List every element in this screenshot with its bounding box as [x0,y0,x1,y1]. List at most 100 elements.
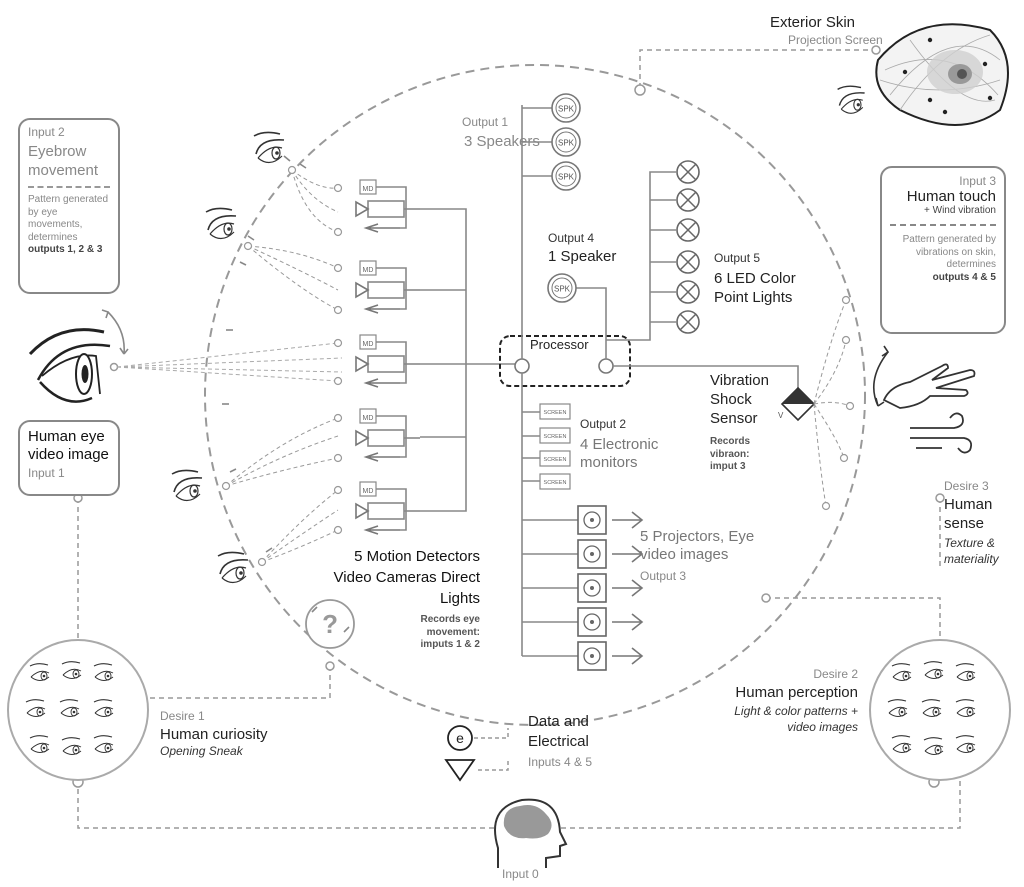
svg-text:MD: MD [363,415,374,422]
desire2-label: Desire 2 [813,667,858,681]
output3-title: 5 Projectors, Eye video images [640,528,755,563]
output2-title: 4 Electronic monitors [580,436,659,471]
svg-text:SPK: SPK [554,285,571,294]
eye-icon [171,469,203,502]
input2-desc: Pattern generated by eye movements, dete… [28,194,109,243]
brain-head-icon [494,798,568,868]
input0-label: Input 0 [502,867,539,881]
vibration-sensor-icon: V [778,386,816,422]
output5-label: Output 5 [714,251,761,265]
screen-icon: SCREEN [539,473,571,490]
data-electrical-label: Inputs 4 & 5 [528,755,593,769]
output5-title: 6 LED Color Point Lights [714,270,796,306]
led-light-icon [676,188,700,212]
installation-boundary [204,64,866,726]
svg-text:SCREEN: SCREEN [544,434,567,440]
svg-text:SCREEN: SCREEN [544,457,567,463]
svg-text:MD: MD [363,186,374,193]
output1-label: Output 1 [462,115,509,129]
svg-text:SPK: SPK [558,173,575,182]
divider [28,186,110,189]
projector-icon [577,539,643,569]
input3-strong: outputs 4 & 5 [932,271,996,283]
svg-text:SCREEN: SCREEN [544,410,567,416]
eye-icon [836,85,866,115]
projector-icon [577,573,643,603]
data-electrical-title: Data and Electrical [528,713,589,750]
svg-text:MD: MD [363,341,374,348]
svg-text:SPK: SPK [558,139,575,148]
eye-icon [253,131,285,164]
exterior-skin-image [875,23,1009,126]
led-light-icon [676,250,700,274]
divider [890,224,996,226]
led-light-icon [676,310,700,334]
svg-text:?: ? [322,609,338,639]
input2-title: Eyebrow movement [28,142,99,179]
input1-box: Human eye video image Input 1 [18,420,120,496]
svg-text:e: e [456,730,464,746]
eye-rays [116,342,343,382]
desire1-label: Desire 1 [160,709,205,723]
projector-icon [577,505,643,535]
svg-text:MD: MD [363,488,374,495]
exterior-title: Exterior Skin [770,14,856,31]
motion-detector-icon: MD [355,481,421,535]
motion-desc: Records eye movement: imputs 1 & 2 [420,614,480,650]
desire3-sub: Texture & materiality [944,536,999,566]
processor-label: Processor [530,337,589,352]
input2-box: Input 2 Eyebrow movement Pattern generat… [18,118,120,294]
input3-desc: Pattern generated by vibrations on skin,… [902,234,996,270]
desire1-link [150,668,331,699]
speaker-icon: SPK [551,127,581,157]
eyebrow-motion-arrow [101,309,129,355]
motion-detector-icon: MD [355,408,421,462]
data-electrical-icon: e [444,725,509,782]
desire1-eyes-circle [7,639,149,781]
input3-title: Human touch [906,188,996,205]
input2-label: Input 2 [28,125,65,139]
boundary-ticks [222,155,350,633]
input1-title: Human eye video image [28,428,109,463]
projector-icon [577,607,643,637]
svg-text:V: V [778,411,784,420]
output1-title: 3 Speakers [464,133,540,150]
motion-detector-icon: MD [355,260,421,314]
exterior-link [639,49,874,88]
input3-label: Input 3 [959,174,996,188]
output4-title: 1 Speaker [548,248,617,265]
speaker-icon: SPK [551,93,581,123]
input3-sub: + Wind vibration [924,205,996,216]
desire1-sub: Opening Sneak [160,744,243,758]
vibration-desc: Records vibraon: imput 3 [710,436,751,472]
desire2-title: Human perception [735,684,858,701]
motion-detector-icon: MD [355,334,421,388]
led-light-icon [676,160,700,184]
input2-strong: outputs 1, 2 & 3 [28,244,103,256]
projector-icon [577,641,643,671]
desire1-title: Human curiosity [160,726,268,743]
screen-icon: SCREEN [539,450,571,467]
vibration-title: Vibration Shock Sensor [710,372,769,427]
output4-label: Output 4 [548,231,595,245]
desire3-label: Desire 3 [944,479,989,493]
led-light-icon [676,280,700,304]
motion-beams [225,169,339,563]
screen-icon: SCREEN [539,403,571,420]
svg-text:SPK: SPK [558,105,575,114]
question-sensor-icon: ? [305,599,355,649]
processor-box [499,335,631,387]
desire2-eyes-circle [869,639,1011,781]
input1-label: Input 1 [28,466,65,480]
exterior-subtitle: Projection Screen [788,33,883,47]
motion-bus [420,208,516,512]
wind-icon [910,412,973,454]
hand-motion-arrow [872,345,890,407]
screen-icon: SCREEN [539,427,571,444]
input3-box: Input 3 Human touch + Wind vibration Pat… [880,166,1006,334]
big-eye-icon [28,328,111,403]
speaker-icon: SPK [547,273,577,303]
speaker-icon: SPK [551,161,581,191]
led-light-icon [676,218,700,242]
